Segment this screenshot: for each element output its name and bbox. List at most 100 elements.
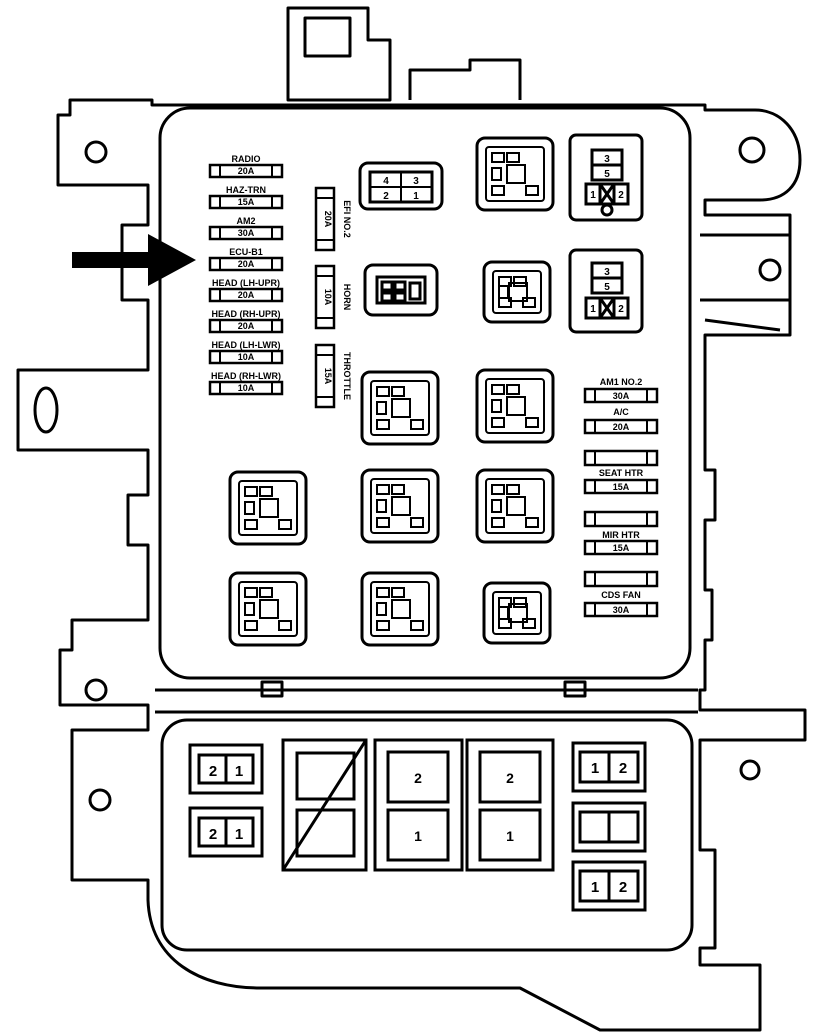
relay-top-pin-3: 3 <box>604 154 610 165</box>
left-fuse-label-5: HEAD (RH-UPR) <box>212 309 281 319</box>
vertical-fuse-label-0: EFI NO.2 <box>342 200 352 238</box>
relay-top-right <box>568 133 644 222</box>
left-fuse-rating-2: 30A <box>238 228 255 238</box>
lower-mid1-pin-bottom: 1 <box>414 828 422 844</box>
relay-socket-1 <box>482 260 552 324</box>
left-fuse-rating-6: 10A <box>238 352 255 362</box>
lower-left-bottom-pin-a: 2 <box>209 826 217 843</box>
right-fuse-1: 20A <box>583 418 659 435</box>
vertical-fuse-rating-0: 20A <box>323 211 333 228</box>
mount-hole-right-mid <box>758 258 782 282</box>
left-fuse-label-7: HEAD (RH-LWR) <box>211 371 281 381</box>
connector-4pin-pin2: 3 <box>413 176 419 187</box>
left-fuse-label-2: AM2 <box>236 216 255 226</box>
left-fuse-6: 10A <box>208 349 284 365</box>
relay-top-pin-1: 1 <box>590 190 596 201</box>
pointer-arrow <box>72 234 196 286</box>
mount-hole-right-lower <box>739 759 761 781</box>
left-fuse-rating-7: 10A <box>238 383 255 393</box>
right-fuse-label-3: MIR HTR <box>602 530 640 540</box>
relay-socket-9 <box>482 581 552 645</box>
left-fuse-1: 15A <box>208 194 284 210</box>
top-tab <box>286 6 392 102</box>
right-fuse-label-2: SEAT HTR <box>599 468 644 478</box>
left-fuse-rating-4: 20A <box>238 290 255 300</box>
mount-hole-left-mid <box>33 386 59 434</box>
latch-right <box>563 680 587 698</box>
left-fuse-7: 10A <box>208 380 284 396</box>
left-fuse-label-6: HEAD (LH-LWR) <box>212 340 281 350</box>
housing-outline <box>16 98 807 1032</box>
lower-mid2-pin-top: 2 <box>506 770 514 786</box>
right-fuse-blank-3 <box>583 510 659 528</box>
connector-4pin-pin4: 1 <box>413 191 419 202</box>
relay-socket-8 <box>360 571 440 647</box>
relay-mid-pin-2: 2 <box>618 304 624 315</box>
left-fuse-2: 30A <box>208 225 284 241</box>
relay-mid-pin-3: 3 <box>604 267 610 278</box>
lower-mid2-pin-bottom: 1 <box>506 828 514 844</box>
top-tab-slot <box>303 16 352 58</box>
left-fuse-4: 20A <box>208 287 284 303</box>
relay-mid-pin-5: 5 <box>604 282 610 293</box>
lower-left-bottom-pin-b: 1 <box>235 826 243 843</box>
left-fuse-label-1: HAZ-TRN <box>226 185 266 195</box>
mount-hole-left-top <box>84 140 108 164</box>
relay-socket-0 <box>475 136 555 212</box>
lower-mid1-pin-top: 2 <box>414 770 422 786</box>
vertical-fuse-label-1: HORN <box>342 284 352 311</box>
right-fuse-4: 30A <box>583 601 659 618</box>
lower-right-bottom-pin-b: 2 <box>619 879 627 896</box>
upper-panel <box>158 106 692 680</box>
left-fuse-rating-5: 20A <box>238 321 255 331</box>
connector-horn <box>363 263 439 317</box>
relay-mid-pin-1: 1 <box>590 304 596 315</box>
right-fuse-blank-2 <box>583 449 659 467</box>
vertical-fuse-label-2: THROTTLE <box>342 352 352 400</box>
relay-top-pin-5: 5 <box>604 169 610 180</box>
lower-right-bottom-pin-a: 1 <box>591 879 599 896</box>
mount-hole-right-top <box>738 136 766 164</box>
lower-block <box>188 738 647 912</box>
right-fuse-2: 15A <box>583 478 659 495</box>
relay-sockets <box>228 136 555 647</box>
right-fuse-rating-0: 30A <box>613 391 630 401</box>
relay-socket-5 <box>360 468 440 544</box>
connector-4pin-pin1: 4 <box>383 176 389 187</box>
mount-hole-left-bottom <box>84 678 108 702</box>
relay-socket-4 <box>228 470 308 546</box>
left-fuse-3: 20A <box>208 256 284 272</box>
separator <box>155 688 698 714</box>
connector-4pin <box>358 161 444 211</box>
right-fuse-label-4: CDS FAN <box>601 590 641 600</box>
left-fuse-rating-1: 15A <box>238 197 255 207</box>
mount-hole-left-lower <box>88 788 112 812</box>
vertical-fuse-rating-1: 10A <box>323 289 333 306</box>
right-fuse-blank-4 <box>583 570 659 588</box>
right-rails <box>700 233 790 332</box>
lower-right-top-pin-a: 1 <box>591 760 599 777</box>
right-fuse-rating-2: 15A <box>613 482 630 492</box>
top-tab-inner <box>408 58 522 100</box>
lower-right-top-pin-b: 2 <box>619 760 627 777</box>
relay-mid-right <box>568 248 644 334</box>
left-fuse-label-3: ECU-B1 <box>229 247 263 257</box>
lower-panel <box>160 718 694 952</box>
vertical-fuse-1: 10A HORN <box>314 264 352 330</box>
relay-socket-6 <box>475 468 555 544</box>
right-fuse-0: 30A <box>583 387 659 404</box>
relay-socket-3 <box>475 368 555 444</box>
left-fuse-rating-0: 20A <box>238 166 255 176</box>
lower-left-top-pin-b: 1 <box>235 763 243 780</box>
relay-socket-2 <box>360 370 440 446</box>
right-fuse-rating-3: 15A <box>613 543 630 553</box>
latch-left <box>260 680 284 698</box>
left-fuse-label-4: HEAD (LH-UPR) <box>212 278 280 288</box>
relay-top-pin-2: 2 <box>618 190 624 201</box>
left-fuse-5: 20A <box>208 318 284 334</box>
